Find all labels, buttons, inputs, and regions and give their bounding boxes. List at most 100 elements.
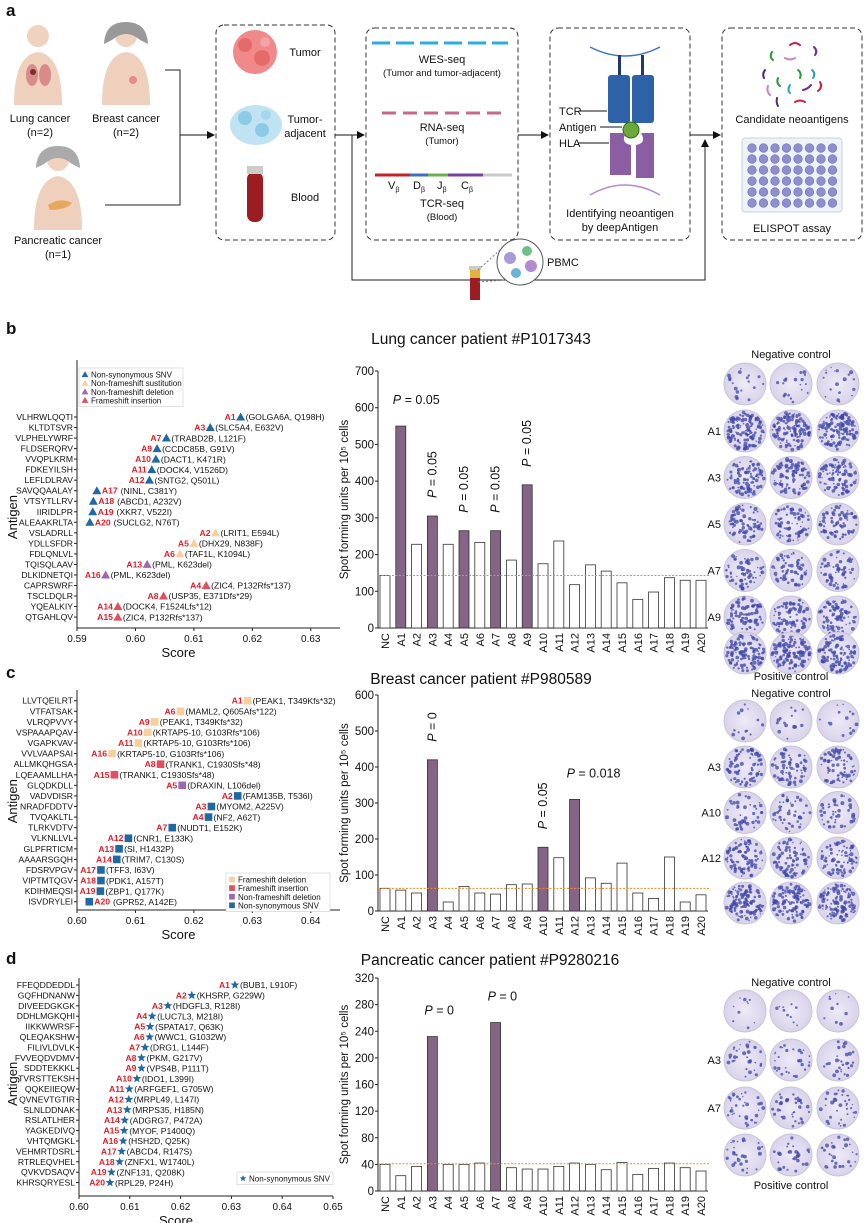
spot	[790, 824, 795, 828]
point-marker	[137, 1063, 146, 1072]
spot	[818, 424, 823, 428]
spot	[840, 801, 845, 806]
spot	[732, 1005, 735, 1008]
bar-A15	[616, 862, 628, 912]
spot	[777, 1167, 782, 1172]
spot	[737, 1010, 741, 1014]
spot	[736, 778, 740, 783]
spot	[743, 703, 746, 706]
spot	[849, 779, 853, 783]
spot	[825, 1062, 829, 1066]
elispot-well	[769, 1086, 813, 1130]
category-label: A7	[491, 633, 503, 646]
spot	[840, 839, 843, 842]
bar-A4	[442, 901, 454, 912]
antigen-id-label: A7	[129, 1042, 140, 1052]
spot	[838, 391, 841, 394]
spot	[730, 514, 734, 518]
spot	[795, 467, 800, 472]
spot	[776, 434, 779, 438]
spot	[823, 859, 827, 862]
spot	[844, 1052, 849, 1057]
spot	[830, 639, 834, 642]
spot	[847, 373, 850, 376]
category-label: NC	[380, 1196, 392, 1212]
spot	[846, 1094, 848, 1097]
spot	[847, 444, 851, 447]
elispot-well	[723, 362, 767, 406]
spot	[851, 1103, 854, 1106]
spot	[771, 894, 776, 898]
spot	[844, 1011, 848, 1016]
segment-v: Vβ	[388, 180, 399, 194]
spot	[849, 465, 853, 469]
spot	[790, 706, 793, 709]
spot	[753, 484, 756, 487]
spot	[802, 617, 806, 621]
point-marker	[88, 496, 98, 505]
spot	[830, 657, 833, 660]
spot	[820, 850, 824, 853]
spot	[798, 798, 803, 802]
elispot-well	[723, 699, 767, 743]
spot	[805, 650, 807, 652]
elispot-well	[769, 1133, 813, 1177]
point-marker	[101, 570, 111, 579]
spot	[732, 643, 736, 648]
spot	[843, 1073, 846, 1076]
spot	[799, 488, 801, 490]
mutation-label: (KHSRP, G229W)	[197, 991, 265, 1001]
spot	[786, 796, 788, 798]
breast-patient-icon	[102, 22, 150, 105]
antigen-id-label: A11	[132, 465, 148, 475]
spot	[782, 416, 786, 419]
spot	[728, 764, 733, 768]
spot	[760, 570, 765, 575]
plate-well	[758, 198, 769, 208]
spot	[775, 644, 779, 648]
spot	[840, 871, 844, 874]
spot	[828, 855, 830, 857]
spot	[782, 905, 787, 910]
spot	[790, 578, 795, 583]
spot	[726, 646, 729, 649]
spot	[741, 598, 745, 601]
spot	[753, 1069, 756, 1072]
spot	[754, 1073, 758, 1077]
spot	[736, 890, 740, 894]
bar-A11	[553, 1165, 565, 1192]
spot	[749, 472, 753, 475]
sequencing-box	[365, 27, 519, 241]
spot	[758, 643, 762, 647]
spot	[770, 763, 775, 767]
point-marker	[187, 990, 197, 1000]
point-marker	[243, 696, 252, 705]
positive-control-label-b: Positive control	[754, 671, 829, 683]
spot	[729, 799, 733, 803]
spot	[750, 557, 754, 562]
spot	[743, 444, 746, 448]
mutation-label: (CNR1, E133K)	[133, 833, 193, 843]
spot	[746, 1026, 750, 1030]
spot	[787, 538, 792, 543]
point-marker	[140, 1042, 150, 1052]
category-label: A4	[443, 916, 455, 929]
elispot-well	[769, 549, 813, 592]
spot	[738, 900, 742, 905]
spot	[780, 1072, 784, 1076]
spot	[804, 861, 808, 866]
spot	[729, 522, 733, 526]
legend-box	[225, 872, 331, 912]
spot	[851, 433, 856, 438]
spot	[845, 512, 849, 516]
plate-well	[816, 176, 826, 186]
mutation-label: (DOCK4, F1524Lfs*12)	[123, 602, 212, 612]
antigen-label: FLDSERQRV	[21, 444, 74, 454]
antigen-label: VTFATSAK	[30, 706, 74, 716]
spot	[842, 869, 846, 872]
spot	[792, 480, 795, 483]
elispot-well	[769, 1038, 813, 1082]
